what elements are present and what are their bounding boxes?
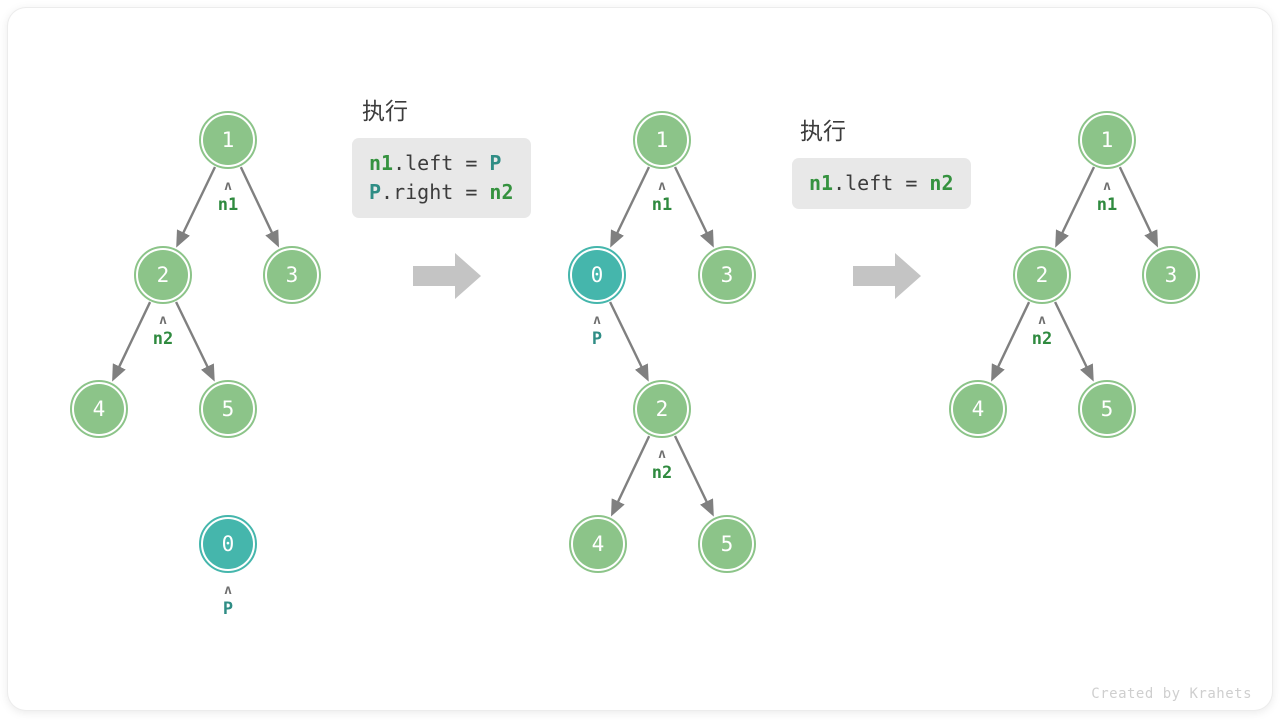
tree-node-value: 0 xyxy=(572,250,622,300)
tree-node-value: 2 xyxy=(1017,250,1067,300)
tree-node[interactable]: 3 xyxy=(1142,246,1200,304)
code-token: P xyxy=(489,151,502,175)
tree-node[interactable]: 2 xyxy=(633,380,691,438)
code-token: n1 xyxy=(369,151,394,175)
watermark: Created by Krahets xyxy=(1091,686,1252,702)
step-title: 执行 xyxy=(800,118,846,144)
code-line: P.right = n2 xyxy=(369,178,514,207)
code-line: n1.left = P xyxy=(369,149,514,178)
step-title: 执行 xyxy=(362,98,408,124)
code-line: n1.left = n2 xyxy=(809,169,954,198)
code-token: .right = xyxy=(381,180,490,204)
tree-node[interactable]: 1 xyxy=(633,111,691,169)
code-token: n2 xyxy=(489,180,514,204)
tree-node-value: 4 xyxy=(74,384,124,434)
tree-node[interactable]: 0 xyxy=(568,246,626,304)
code-token: P xyxy=(369,180,382,204)
tree-node[interactable]: 4 xyxy=(569,515,627,573)
tree-node[interactable]: 3 xyxy=(698,246,756,304)
diagram-card xyxy=(8,8,1272,710)
tree-node-value: 2 xyxy=(637,384,687,434)
tree-node[interactable]: 1 xyxy=(199,111,257,169)
tree-node-value: 3 xyxy=(702,250,752,300)
tree-node[interactable]: 4 xyxy=(70,380,128,438)
tree-node-value: 3 xyxy=(267,250,317,300)
code-token: .left = xyxy=(833,171,930,195)
tree-node-value: 2 xyxy=(138,250,188,300)
tree-node[interactable]: 4 xyxy=(949,380,1007,438)
tree-node[interactable]: 5 xyxy=(199,380,257,438)
tree-node-value: 1 xyxy=(637,115,687,165)
code-token: n2 xyxy=(929,171,954,195)
step-arrow-icon xyxy=(853,253,921,299)
step-arrow-shape xyxy=(853,253,921,299)
tree-node-value: 4 xyxy=(953,384,1003,434)
tree-node[interactable]: 5 xyxy=(698,515,756,573)
tree-node[interactable]: 1 xyxy=(1078,111,1136,169)
tree-node-value: 4 xyxy=(573,519,623,569)
tree-node-value: 5 xyxy=(203,384,253,434)
tree-node[interactable]: 0 xyxy=(199,515,257,573)
tree-node-value: 1 xyxy=(1082,115,1132,165)
step-arrow-icon xyxy=(413,253,481,299)
tree-node[interactable]: 5 xyxy=(1078,380,1136,438)
code-block: n1.left = n2 xyxy=(792,158,971,209)
tree-node-value: 5 xyxy=(1082,384,1132,434)
tree-node-value: 5 xyxy=(702,519,752,569)
tree-node[interactable]: 2 xyxy=(134,246,192,304)
tree-node[interactable]: 2 xyxy=(1013,246,1071,304)
tree-node-value: 0 xyxy=(203,519,253,569)
tree-node[interactable]: 3 xyxy=(263,246,321,304)
tree-node-value: 1 xyxy=(203,115,253,165)
step-arrow-shape xyxy=(413,253,481,299)
code-token: .left = xyxy=(393,151,490,175)
tree-node-value: 3 xyxy=(1146,250,1196,300)
code-token: n1 xyxy=(809,171,834,195)
